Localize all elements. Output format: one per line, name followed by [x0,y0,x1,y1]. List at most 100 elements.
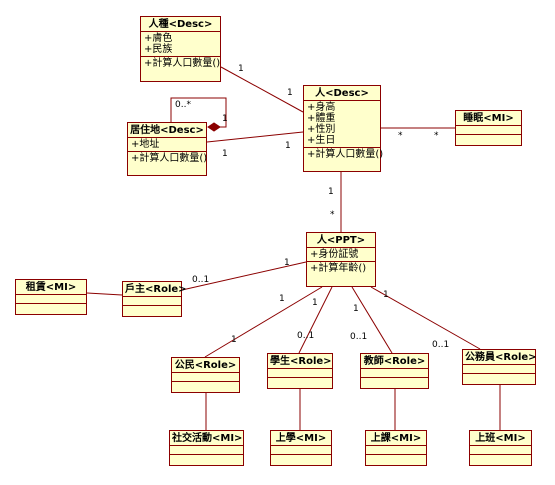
attribute-section: +膚色 +民族 [141,31,220,56]
multiplicity-label: 1 [238,64,244,74]
multiplicity-label: 1 [222,114,228,124]
operation: +計算人口數量() [144,58,221,69]
attribute: +民族 [144,44,173,55]
body-section [470,445,531,454]
body-section [16,294,86,303]
race-person-line [220,66,304,113]
multiplicity-label: 0..1 [192,275,210,285]
class-citizen[interactable]: 公民<Role> [171,357,240,393]
class-attend-school[interactable]: 上學<MI> [270,430,332,466]
multiplicity-label: 1 [353,304,359,314]
operation: +計算年齡() [310,263,367,274]
class-name: 上課<MI> [370,433,422,444]
multiplicity-label: 1 [231,335,237,345]
body-section [470,454,531,463]
body-section [463,364,535,373]
class-race[interactable]: 人種<Desc> +膚色 +民族 +計算人口數量() [140,16,221,82]
multiplicity-label: 1 [279,294,285,304]
class-name: 人<PPT> [316,235,366,246]
lease-householder-line [86,292,123,296]
multiplicity-label: 1 [312,298,318,308]
multiplicity-label: 0..* [175,100,191,110]
class-name: 居住地<Desc> [130,125,204,136]
multiplicity-label: 1 [222,149,228,159]
operation: +計算人口數量() [131,153,208,164]
body-section [170,454,243,463]
class-civil-servant[interactable]: 公務員<Role> [462,349,537,385]
body-section [172,372,239,381]
body-section [361,377,428,386]
body-section [123,305,181,314]
class-person-desc[interactable]: 人<Desc> +身高 +體重 +性別 +生日 +計算人口數量() [303,85,384,172]
class-name: 社交活動<MI> [172,433,243,444]
body-section [456,125,521,134]
class-person-ppt[interactable]: 人<PPT> +身份証號 +計算年齡() [306,232,376,287]
operation-section: +計算年齡() [307,261,375,275]
attribute: +性別 [307,124,336,135]
class-name: 公務員<Role> [465,352,537,363]
class-sleep[interactable]: 睡眠<MI> [455,110,522,146]
body-section [271,445,331,454]
operation-section: +計算人口數量() [304,147,384,161]
multiplicity-label: 1 [328,187,334,197]
attribute: +體重 [307,113,336,124]
class-lease[interactable]: 租賃<MI> [15,279,87,315]
class-householder[interactable]: 戶主<Role> [122,281,187,317]
class-name: 上學<MI> [275,433,327,444]
body-section [172,381,239,390]
body-section [271,454,331,463]
operation-section: +計算人口數量() [141,56,220,70]
body-section [170,445,243,454]
class-teacher[interactable]: 教師<Role> [360,353,429,389]
body-section [463,373,535,382]
multiplicity-label: 0..1 [432,340,450,350]
multiplicity-label: 1 [383,290,389,300]
class-residence[interactable]: 居住地<Desc> +地址 +計算人口數量() [127,122,207,176]
class-attend-class[interactable]: 上課<MI> [365,430,427,466]
ppt-teacher-line [351,286,393,354]
body-section [123,296,181,305]
attribute: +身高 [307,102,336,113]
class-go-to-work[interactable]: 上班<MI> [469,430,532,466]
body-section [16,303,86,312]
class-name: 戶主<Role> [125,284,187,295]
ppt-civil-line [370,286,481,350]
ppt-citizen-line [204,286,323,358]
attribute-section: +地址 [128,137,206,151]
attribute-section: +身份証號 [307,247,375,261]
class-name: 上班<MI> [475,433,526,444]
body-section [361,368,428,377]
residence-person-line [206,131,304,143]
body-section [268,368,332,377]
multiplicity-label: * [330,210,335,220]
class-name: 租賃<MI> [25,282,77,293]
multiplicity-label: 0..1 [297,331,315,341]
body-section [456,134,521,143]
body-section [366,445,426,454]
attribute: +生日 [307,135,336,146]
multiplicity-label: 1 [284,258,290,268]
class-name: 公民<Role> [174,360,237,371]
ppt-householder-line [181,261,307,291]
class-name: 教師<Role> [363,356,426,367]
attribute: +地址 [131,139,160,150]
attribute-section: +身高 +體重 +性別 +生日 [304,100,380,147]
class-name: 人<Desc> [315,88,369,99]
multiplicity-label: 1 [285,141,291,151]
attribute: +膚色 [144,33,173,44]
ppt-student-line [298,286,333,354]
multiplicity-label: * [434,131,439,141]
operation-section: +計算人口數量() [128,151,208,165]
operation: +計算人口數量() [307,149,384,160]
composition-diamond [207,122,221,132]
attribute: +身份証號 [310,249,359,260]
class-student[interactable]: 學生<Role> [267,353,333,389]
multiplicity-label: 1 [287,88,293,98]
class-social-activity[interactable]: 社交活動<MI> [169,430,244,466]
body-section [268,377,332,386]
class-name: 學生<Role> [270,356,332,367]
multiplicity-label: 0..1 [350,332,368,342]
body-section [366,454,426,463]
